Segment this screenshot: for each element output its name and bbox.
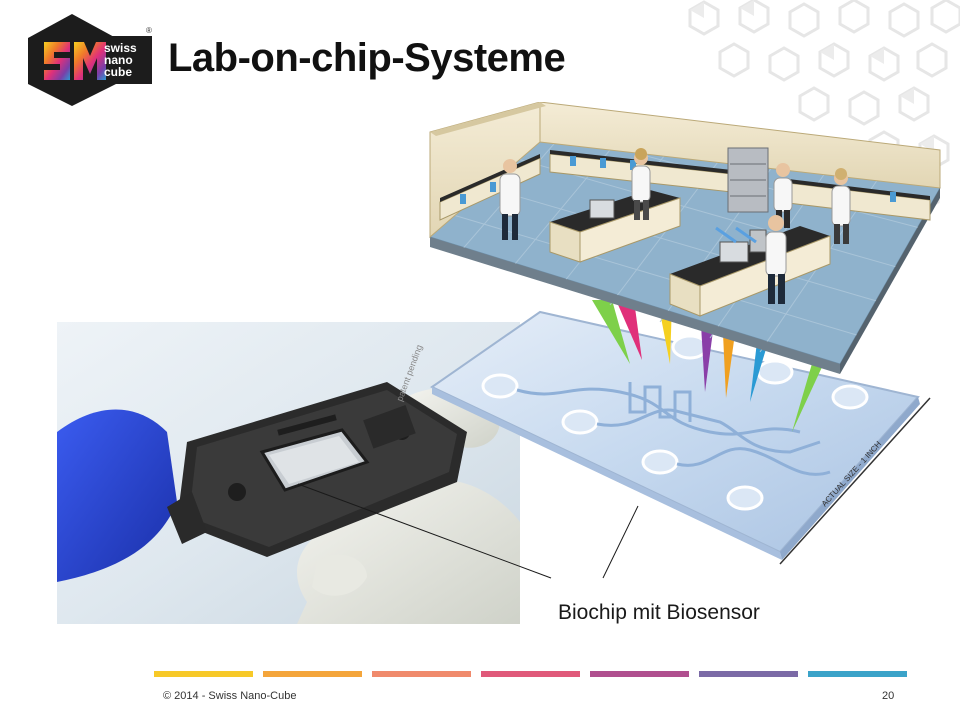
footer-bar — [481, 671, 580, 677]
page-number: 20 — [882, 690, 895, 702]
footer-bar — [372, 671, 471, 677]
swiss-nano-cube-logo: swiss nano cube ® — [24, 12, 156, 108]
logo-text-nano: nano — [104, 53, 133, 67]
registered-mark: ® — [146, 26, 152, 35]
logo-text-swiss: swiss — [104, 41, 137, 55]
footer-bar — [590, 671, 689, 677]
logo-icon — [28, 14, 152, 106]
footer-bar — [699, 671, 798, 677]
footer-bar — [263, 671, 362, 677]
slide-title: Lab-on-chip-Systeme — [168, 36, 566, 80]
scientist-figures — [499, 148, 851, 304]
copyright-text: © 2014 - Swiss Nano-Cube — [163, 690, 297, 702]
logo-text-cube: cube — [104, 65, 133, 79]
lab-on-chip-illustration: ACTUAL SIZE - 1 INCH — [429, 102, 941, 565]
footer-bar — [808, 671, 907, 677]
footer-color-bars — [154, 671, 907, 677]
figure-caption: Biochip mit Biosensor — [558, 601, 760, 624]
footer-bar — [154, 671, 253, 677]
